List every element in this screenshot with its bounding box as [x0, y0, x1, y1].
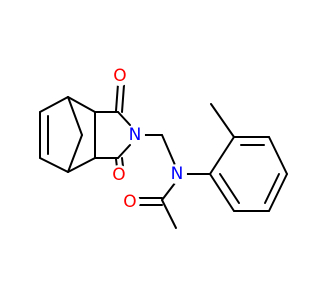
aromatic-inner-bond — [264, 173, 280, 204]
atom-labels: O O O N N — [109, 66, 187, 212]
bond — [268, 173, 288, 212]
nitrogen-atom-amide: N — [167, 164, 187, 184]
bond — [67, 134, 83, 173]
double-bond — [121, 84, 125, 113]
bond — [39, 96, 69, 113]
nitrogen-label-amide: N — [171, 164, 184, 184]
bond — [268, 136, 288, 175]
bond — [39, 157, 69, 173]
double-bond — [115, 83, 119, 112]
bond — [209, 173, 235, 212]
bond — [209, 136, 235, 175]
bond-layer — [39, 83, 288, 229]
oxygen-atom-acetyl: O — [120, 192, 140, 212]
bond — [67, 96, 96, 113]
oxygen-atom-top: O — [110, 66, 130, 86]
nitrogen-atom-imide: N — [125, 125, 145, 145]
bond — [161, 182, 176, 201]
oxygen-label-top: O — [113, 66, 126, 86]
bond — [67, 96, 83, 136]
aromatic-inner-bond — [219, 173, 240, 204]
bond — [117, 144, 131, 159]
oxygen-atom-bottom: O — [109, 165, 129, 185]
nitrogen-label-imide: N — [129, 125, 142, 145]
oxygen-label-acetyl: O — [123, 192, 136, 212]
molecule-structure-diagram: O O O N N — [39, 66, 288, 229]
bond — [117, 111, 131, 126]
bond — [210, 103, 235, 138]
bond — [67, 157, 96, 173]
oxygen-label-bottom: O — [112, 165, 125, 185]
bond — [161, 199, 177, 229]
bond — [161, 134, 176, 166]
